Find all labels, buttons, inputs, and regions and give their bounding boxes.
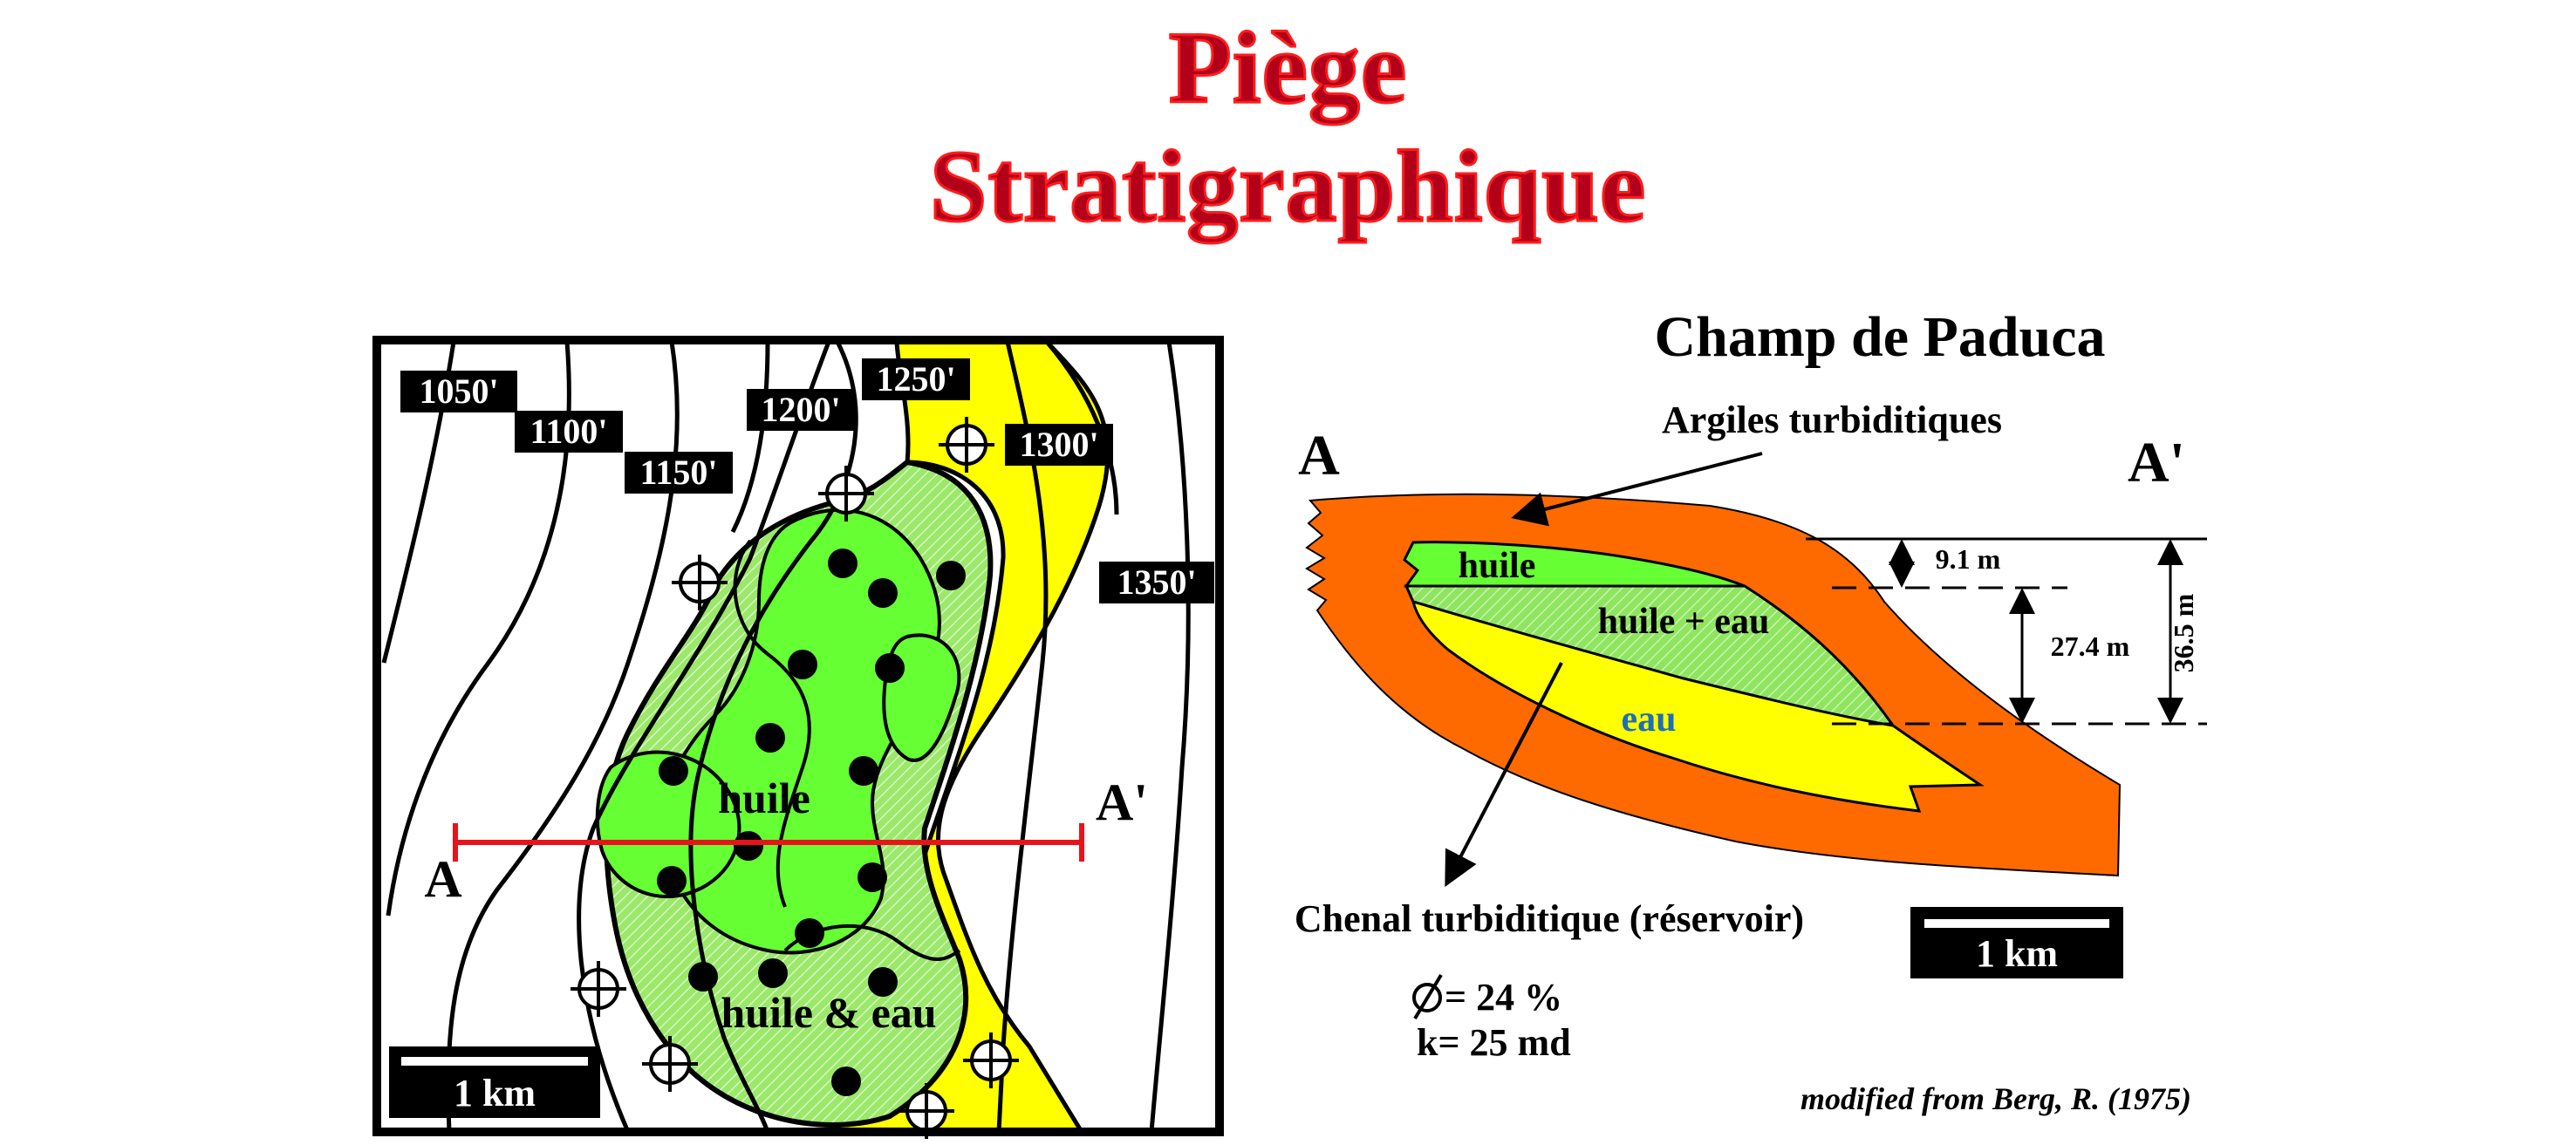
dry-hole-icon — [642, 1036, 698, 1092]
dry-hole-icon — [899, 1083, 954, 1139]
thickness-dimensions — [1806, 537, 2207, 726]
dry-hole-icon — [939, 417, 994, 473]
oil-well-icon — [875, 653, 905, 683]
credit-text: modified from Berg, R. (1975) — [1800, 1081, 2191, 1116]
contour-labels: 1050' 1100' 1150' 1200' 1250' 1300' 1350… — [400, 358, 1214, 603]
section-title: Champ de Paduca — [1654, 305, 2105, 369]
contour-line-1200b — [730, 341, 770, 534]
oil-well-icon — [858, 862, 887, 892]
contour-label-1150: 1150' — [640, 453, 718, 492]
dimension-label-2: 27.4 m — [2051, 630, 2130, 662]
map-section-end-label: A' — [1096, 774, 1148, 831]
section-oil-layer — [1403, 541, 1746, 588]
oil-well-icon — [868, 578, 898, 608]
oil-well-icon — [734, 831, 763, 861]
dimension-label-1: 9.1 m — [1936, 543, 2001, 575]
contour-label-1200: 1200' — [761, 390, 840, 429]
oil-well-icon — [688, 962, 718, 992]
contour-label-1100: 1100' — [530, 412, 608, 451]
contour-line-1150 — [446, 341, 680, 1132]
contour-label-1300: 1300' — [1019, 425, 1098, 464]
dimension-label-3: 36.5 m — [2168, 593, 2199, 672]
oil-well-icon — [657, 866, 687, 896]
porosity-symbol-icon — [1412, 973, 1443, 1020]
map-section-start-label: A — [424, 850, 461, 908]
title-block: Piège Stratigraphique — [0, 0, 2576, 248]
map-oil-label: huile — [718, 774, 810, 822]
oil-well-icon — [831, 1067, 861, 1096]
section-line — [453, 823, 1084, 862]
oil-well-icon — [659, 756, 688, 786]
oil-well-icon — [758, 958, 788, 988]
dry-holes — [571, 417, 1019, 1139]
map-scale-bar: 1 km — [389, 1046, 600, 1118]
cross-section-panel: Champ de Paduca A A' huile huile + eau e… — [1295, 305, 2207, 1116]
dry-hole-icon — [963, 1033, 1019, 1088]
title-line-2: Stratigraphique — [928, 128, 1647, 245]
oil-well-icon — [755, 723, 785, 753]
oil-well-icon — [849, 756, 878, 786]
reservoir-label: Chenal turbiditique (réservoir) — [1295, 897, 1804, 940]
permeability-value: k= 25 md — [1417, 1021, 1571, 1064]
contour-label-1050: 1050' — [419, 371, 498, 411]
clay-arrow — [1511, 452, 1763, 527]
clay-label: Argiles turbiditiques — [1662, 399, 2002, 441]
section-end-left: A — [1298, 424, 1340, 487]
section-end-right: A' — [2128, 431, 2185, 494]
oil-zone-lobe — [595, 750, 741, 899]
reservoir-arrow — [1445, 662, 1563, 888]
dry-hole-icon — [571, 961, 626, 1017]
map-frame — [372, 336, 1224, 1136]
section-oil-water-label: huile + eau — [1598, 602, 1770, 642]
map-scale-label: 1 km — [454, 1072, 536, 1114]
title-line-1: Piège — [1167, 10, 1408, 126]
contour-label-1350: 1350' — [1117, 562, 1196, 602]
section-oil-label: huile — [1459, 546, 1536, 586]
section-water-label: eau — [1622, 699, 1677, 739]
dry-hole-icon — [818, 466, 874, 521]
section-water-layer — [1411, 599, 1985, 813]
contour-line-1200 — [577, 341, 831, 1132]
porosity-value: = 24 % — [1445, 976, 1562, 1019]
oil-well-icon — [788, 650, 817, 679]
structure-contours — [381, 340, 1191, 1132]
section-scale-bar: 1 km — [1910, 907, 2123, 978]
oil-well-icon — [868, 967, 898, 997]
oil-well-icon — [828, 549, 858, 578]
map-oil-water-label: huile & eau — [721, 988, 936, 1037]
producing-wells — [657, 549, 966, 1096]
oil-well-icon — [795, 918, 824, 948]
section-scale-label: 1 km — [1976, 932, 2058, 975]
contour-line-1350 — [1149, 341, 1191, 1132]
dry-hole-icon — [672, 555, 728, 610]
map-panel: 1050' 1100' 1150' 1200' 1250' 1300' 1350… — [372, 336, 1224, 1139]
oil-well-icon — [936, 561, 966, 590]
contour-label-1250: 1250' — [876, 359, 955, 399]
